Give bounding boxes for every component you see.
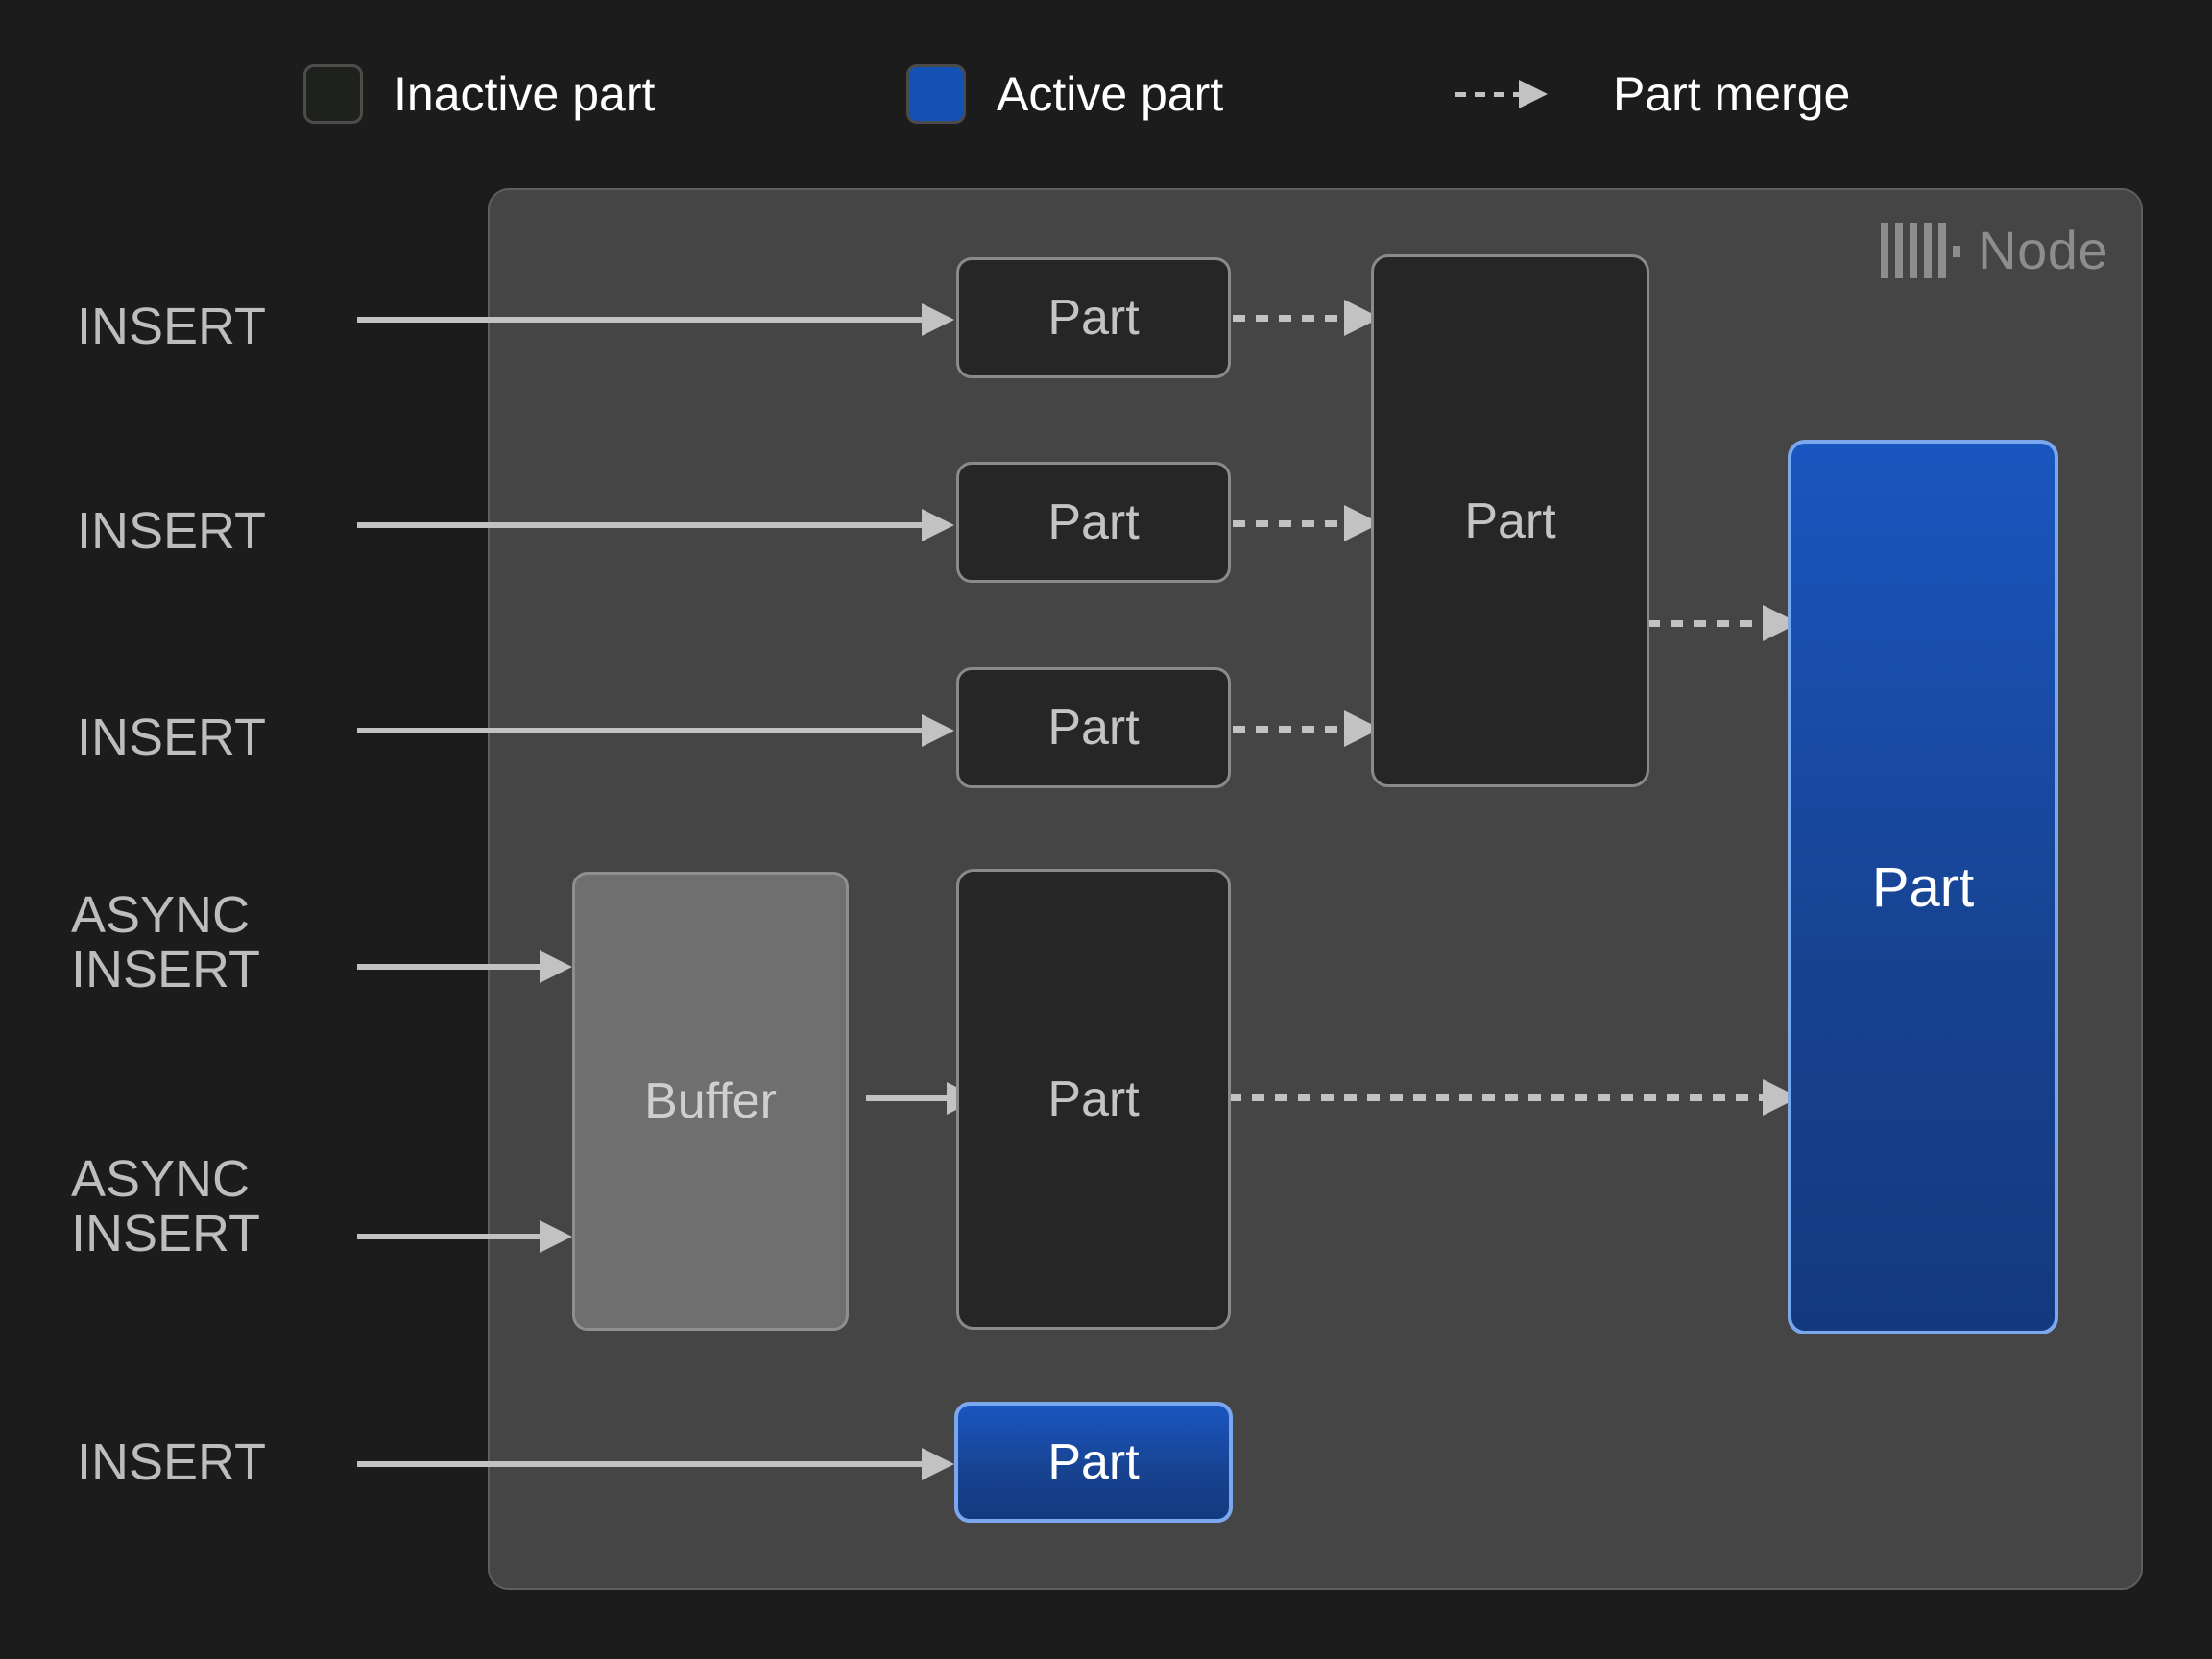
arrow-insert-4-to-active-part-small <box>357 1448 954 1480</box>
merge-arrow-buffer-part-to-active-part <box>1229 1079 1801 1116</box>
legend: Inactive part Active part Part merge <box>0 46 2212 165</box>
part-box-2-label: Part <box>1047 494 1140 550</box>
merged-part-box[interactable]: Part <box>1371 254 1649 787</box>
node-label: Node <box>1978 220 2108 280</box>
arrow-async-insert-2-to-buffer <box>357 1220 572 1253</box>
arrow-insert-2-to-part-2 <box>357 509 954 541</box>
legend-item-part-merge: Part merge <box>1455 46 1850 142</box>
merge-arrow-part-1-to-merged-part <box>1233 300 1382 336</box>
clickhouse-logo-icon <box>1881 222 1961 278</box>
source-label-async-insert-1: ASYNC INSERT <box>71 886 261 999</box>
source-label-insert-4: INSERT <box>77 1433 267 1491</box>
legend-item-active-part: Active part <box>906 46 1223 142</box>
legend-label-active-part: Active part <box>997 67 1224 121</box>
buffer-box[interactable]: Buffer <box>572 872 849 1331</box>
active-part-box-small-label: Part <box>1047 1434 1140 1490</box>
legend-item-inactive-part: Inactive part <box>303 46 655 142</box>
arrow-async-insert-1-to-buffer <box>357 950 572 983</box>
buffer-box-label: Buffer <box>644 1073 777 1129</box>
buffer-part-box[interactable]: Part <box>956 869 1231 1330</box>
merge-arrow-part-3-to-merged-part <box>1233 710 1382 747</box>
part-box-1-label: Part <box>1047 290 1140 346</box>
merged-part-box-label: Part <box>1464 493 1556 549</box>
source-label-insert-1: INSERT <box>77 298 267 355</box>
node-tag: Node <box>1881 219 2108 281</box>
arrow-insert-3-to-part-3 <box>357 714 954 747</box>
part-box-2[interactable]: Part <box>956 462 1231 583</box>
part-box-3[interactable]: Part <box>956 667 1231 788</box>
source-label-insert-2: INSERT <box>77 502 267 560</box>
active-part-box-large[interactable]: Part <box>1788 440 2058 1334</box>
part-box-1[interactable]: Part <box>956 257 1231 378</box>
buffer-part-box-label: Part <box>1047 1071 1140 1127</box>
merge-arrow-part-2-to-merged-part <box>1233 505 1382 541</box>
merge-arrow-merged-part-to-active-part <box>1647 605 1801 641</box>
legend-label-part-merge: Part merge <box>1613 67 1851 121</box>
active-part-box-small[interactable]: Part <box>954 1402 1233 1523</box>
part-box-3-label: Part <box>1047 700 1140 756</box>
source-label-async-insert-2: ASYNC INSERT <box>71 1150 261 1263</box>
active-part-swatch-icon <box>906 64 966 124</box>
legend-label-inactive-part: Inactive part <box>394 67 656 121</box>
part-merge-dashed-arrow-icon <box>1455 80 1555 108</box>
active-part-box-large-label: Part <box>1871 855 1975 919</box>
inactive-part-swatch-icon <box>303 64 363 124</box>
source-label-insert-3: INSERT <box>77 709 267 766</box>
arrow-insert-1-to-part-1 <box>357 303 954 336</box>
